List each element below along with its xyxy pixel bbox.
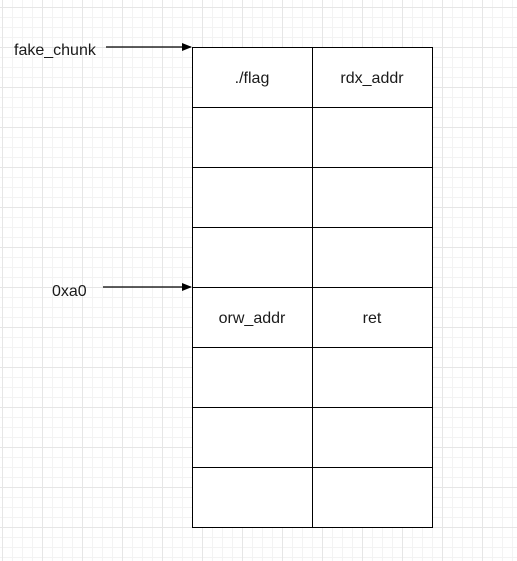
pointer-fake-chunk: fake_chunk (14, 42, 192, 59)
cell-rdx-addr: rdx_addr (340, 70, 404, 87)
memory-table: ./flag rdx_addr orw_addr ret (192, 47, 433, 528)
cell-orw-addr: orw_addr (219, 310, 286, 327)
pointer-label-fake-chunk: fake_chunk (14, 42, 97, 59)
cell-flag-path: ./flag (235, 70, 270, 87)
cell-ret: ret (363, 310, 382, 327)
pointer-0xa0: 0xa0 (52, 283, 192, 300)
pointer-label-0xa0: 0xa0 (52, 283, 87, 300)
